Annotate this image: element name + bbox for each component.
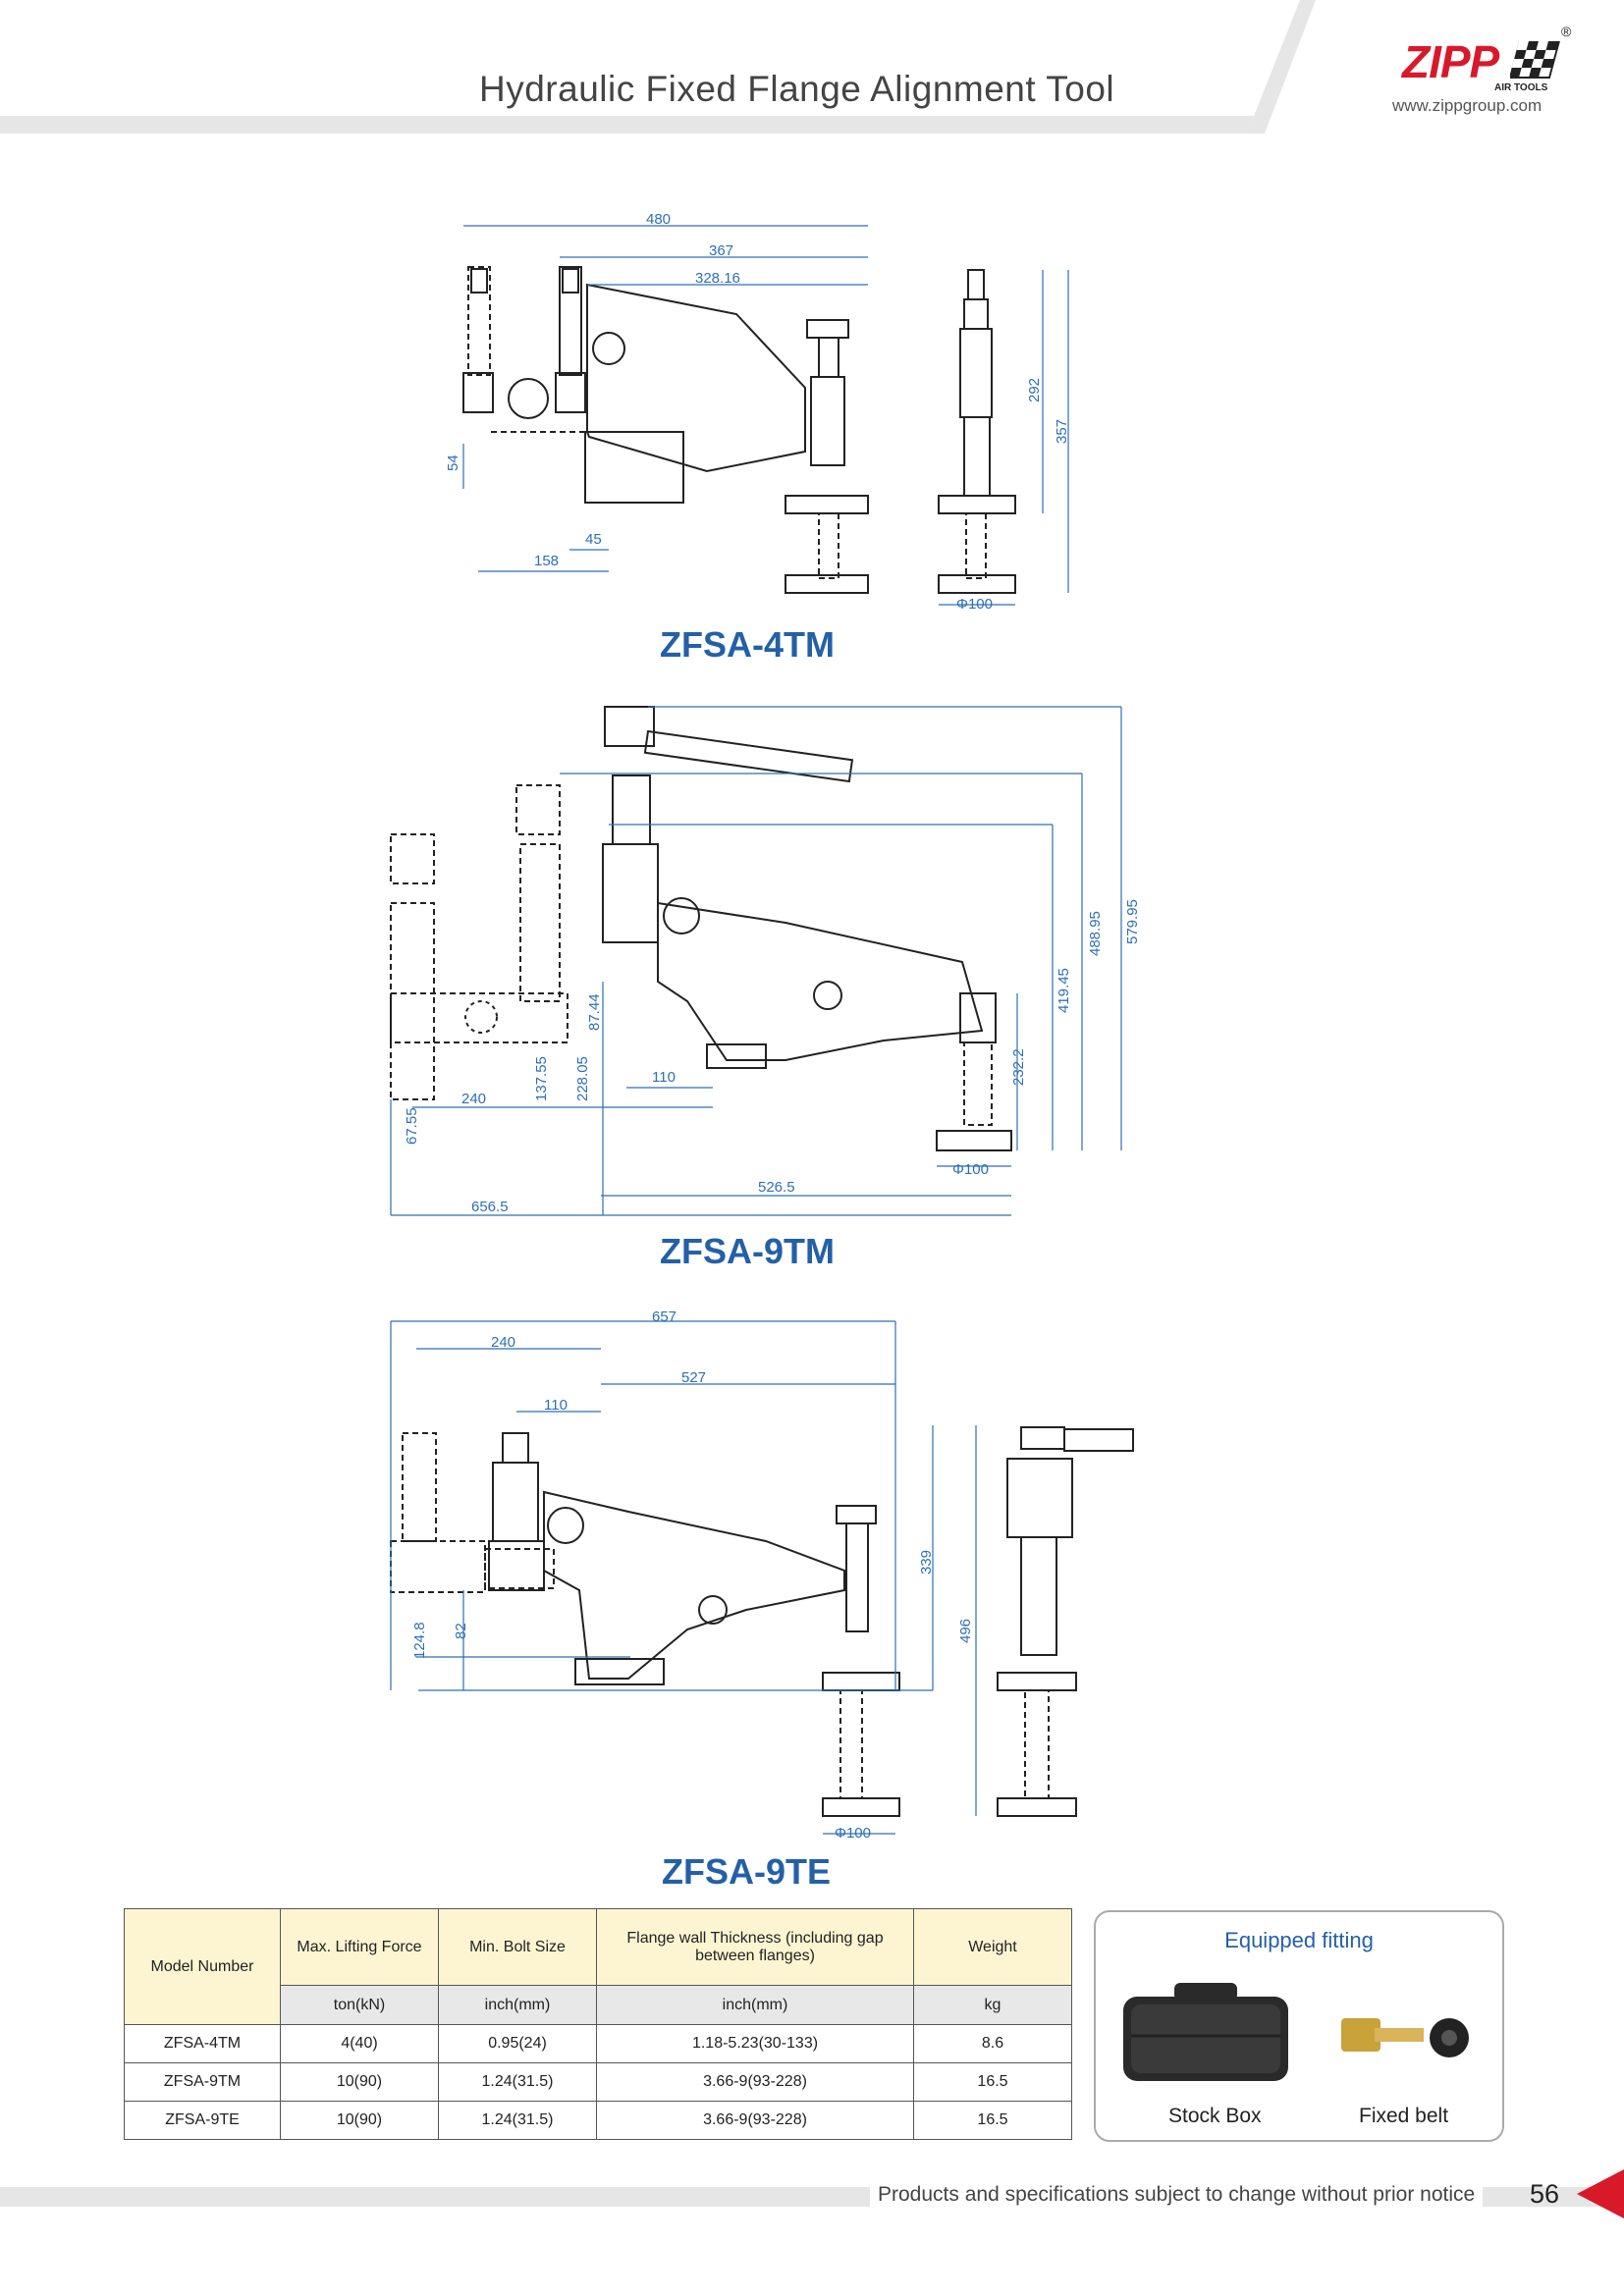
dim-137: 137.55 bbox=[533, 1056, 550, 1101]
cell-model: ZFSA-4TM bbox=[124, 2024, 281, 2063]
drawing-zfsa-4tm: 480 367 328.16 54 45 158 292 357 Φ100 bbox=[445, 211, 1070, 613]
fitting-label-fixed-belt: Fixed belt bbox=[1359, 2105, 1449, 2127]
spec-table: Model Number Max. Lifting Force Min. Bol… bbox=[124, 1908, 1072, 2140]
cell-bolt: 1.24(31.5) bbox=[438, 2101, 597, 2140]
cell-flange: 1.18-5.23(30-133) bbox=[596, 2024, 914, 2063]
brand-subtitle: AIR TOOLS bbox=[1494, 82, 1548, 93]
dim-67: 67.55 bbox=[404, 1107, 420, 1145]
cell-weight: 8.6 bbox=[913, 2024, 1072, 2063]
dim-124: 124.8 bbox=[411, 1622, 428, 1659]
dim-357: 357 bbox=[1054, 419, 1070, 444]
cell-bolt: 0.95(24) bbox=[438, 2024, 597, 2063]
dim-656: 656.5 bbox=[471, 1199, 509, 1215]
dim-158: 158 bbox=[534, 553, 559, 569]
equipped-fitting-box: Equipped fitting Stock Box Fixed belt bbox=[1094, 1910, 1504, 2142]
dim-240: 240 bbox=[491, 1334, 515, 1351]
header-weight: Weight bbox=[913, 1908, 1072, 1986]
cell-flange: 3.66-9(93-228) bbox=[596, 2062, 914, 2102]
dim-phi: Φ100 bbox=[952, 1161, 989, 1178]
dim-240: 240 bbox=[461, 1091, 486, 1107]
stock-box-image bbox=[1123, 1983, 1288, 2081]
page-number: 56 bbox=[1530, 2179, 1560, 2209]
model-title-zfsa-9tm: ZFSA-9TM bbox=[660, 1231, 835, 1271]
fixed-belt-image bbox=[1341, 2018, 1469, 2057]
fitting-label-stock-box: Stock Box bbox=[1168, 2105, 1262, 2127]
website: www.zippgroup.com bbox=[1392, 96, 1543, 115]
page-arrow-icon bbox=[1577, 2169, 1624, 2218]
cell-bolt: 1.24(31.5) bbox=[438, 2062, 597, 2102]
header-flange: Flange wall Thickness (including gap bet… bbox=[596, 1908, 914, 1986]
cell-flange: 3.66-9(93-228) bbox=[596, 2101, 914, 2140]
unit-bolt: inch(mm) bbox=[438, 1985, 597, 2025]
drawing-zfsa-9te: 657 240 527 110 339 496 82 124.8 Φ100 bbox=[390, 1308, 1134, 1842]
table-row: ZFSA-9TM 10(90) 1.24(31.5) 3.66-9(93-228… bbox=[124, 2062, 1072, 2102]
dim-488: 488.95 bbox=[1087, 911, 1104, 956]
dim-527: 527 bbox=[681, 1369, 706, 1386]
dim-419: 419.45 bbox=[1056, 968, 1072, 1013]
header-band bbox=[0, 116, 1624, 133]
dim-82: 82 bbox=[453, 1623, 469, 1639]
fitting-title: Equipped fitting bbox=[1224, 1928, 1374, 1952]
dim-54: 54 bbox=[445, 454, 461, 471]
footer-note: Products and specifications subject to c… bbox=[870, 2183, 1484, 2207]
table-row: ZFSA-4TM 4(40) 0.95(24) 1.18-5.23(30-133… bbox=[124, 2024, 1072, 2063]
page-title: Hydraulic Fixed Flange Alignment Tool bbox=[479, 69, 1115, 109]
cell-force: 4(40) bbox=[280, 2024, 439, 2063]
dim-526: 526.5 bbox=[758, 1179, 795, 1196]
cell-force: 10(90) bbox=[280, 2062, 439, 2102]
dim-87: 87.44 bbox=[586, 993, 603, 1031]
dim-367: 367 bbox=[709, 242, 733, 259]
dim-657: 657 bbox=[652, 1308, 677, 1325]
header-bolt: Min. Bolt Size bbox=[438, 1908, 597, 1986]
unit-weight: kg bbox=[913, 1985, 1072, 2025]
dim-45: 45 bbox=[585, 531, 602, 548]
header-force: Max. Lifting Force bbox=[280, 1908, 439, 1986]
cell-model: ZFSA-9TE bbox=[124, 2101, 281, 2140]
cell-weight: 16.5 bbox=[913, 2062, 1072, 2102]
dim-110: 110 bbox=[544, 1397, 568, 1414]
dim-579: 579.95 bbox=[1124, 899, 1139, 944]
dim-232: 232.2 bbox=[1010, 1048, 1027, 1086]
unit-force: ton(kN) bbox=[280, 1985, 439, 2025]
model-title-zfsa-4tm: ZFSA-4TM bbox=[660, 624, 835, 665]
checkered-flag-icon bbox=[1510, 41, 1560, 79]
dim-496: 496 bbox=[957, 1619, 974, 1643]
cell-model: ZFSA-9TM bbox=[124, 2062, 281, 2102]
header-model: Model Number bbox=[124, 1908, 281, 2025]
dim-292: 292 bbox=[1026, 378, 1043, 402]
table-row: ZFSA-9TE 10(90) 1.24(31.5) 3.66-9(93-228… bbox=[124, 2101, 1072, 2140]
header-corner bbox=[1247, 0, 1624, 133]
dim-110: 110 bbox=[652, 1069, 676, 1086]
brand-logo: ZIPP bbox=[1402, 36, 1499, 87]
registered-mark: ® bbox=[1561, 24, 1572, 39]
dim-480: 480 bbox=[646, 211, 671, 228]
dim-328: 328.16 bbox=[695, 270, 740, 287]
unit-flange: inch(mm) bbox=[596, 1985, 914, 2025]
model-title-zfsa-9te: ZFSA-9TE bbox=[662, 1851, 832, 1892]
dim-228: 228.05 bbox=[574, 1056, 591, 1101]
drawing-zfsa-9tm: 579.95 488.95 419.45 232.2 87.44 110 137… bbox=[390, 706, 1139, 1216]
cell-weight: 16.5 bbox=[913, 2101, 1072, 2140]
cell-force: 10(90) bbox=[280, 2101, 439, 2140]
dim-phi: Φ100 bbox=[956, 596, 993, 613]
dim-phi: Φ100 bbox=[835, 1825, 871, 1842]
dim-339: 339 bbox=[918, 1550, 935, 1575]
